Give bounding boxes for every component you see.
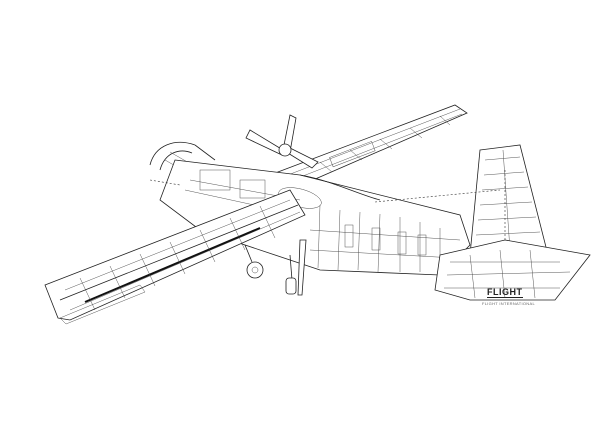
flight-logo: FLIGHT — [487, 287, 523, 298]
near-wing — [44, 189, 306, 325]
vertical-tail — [469, 144, 549, 256]
credit-text: FLIGHT INTERNATIONAL — [482, 301, 535, 306]
landing-gear — [244, 239, 307, 296]
propeller — [245, 114, 319, 169]
horizontal-tail — [434, 239, 591, 301]
